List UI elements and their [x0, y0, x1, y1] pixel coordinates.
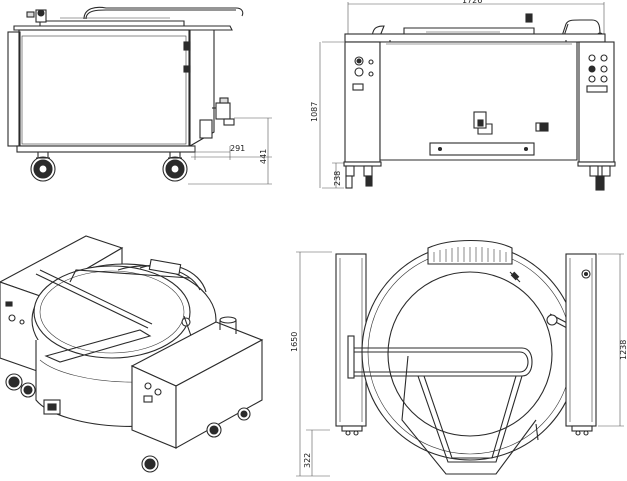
dim-side-height: 441 [259, 149, 268, 164]
dim-front-height: 1087 [310, 102, 319, 122]
dim-side-width: 291 [230, 144, 245, 153]
wheel-right [162, 152, 188, 182]
top-view [296, 239, 624, 477]
dim-front-leg: 238 [333, 171, 342, 186]
side-view [7, 6, 272, 185]
dim-top-offset: 322 [303, 453, 312, 468]
isometric-view [0, 235, 264, 473]
dim-top-width: 1238 [619, 340, 627, 360]
dim-front-width: 1726 [462, 0, 482, 5]
wheel-left [30, 152, 56, 182]
front-view [319, 2, 616, 191]
dim-top-depth: 1650 [290, 332, 299, 352]
